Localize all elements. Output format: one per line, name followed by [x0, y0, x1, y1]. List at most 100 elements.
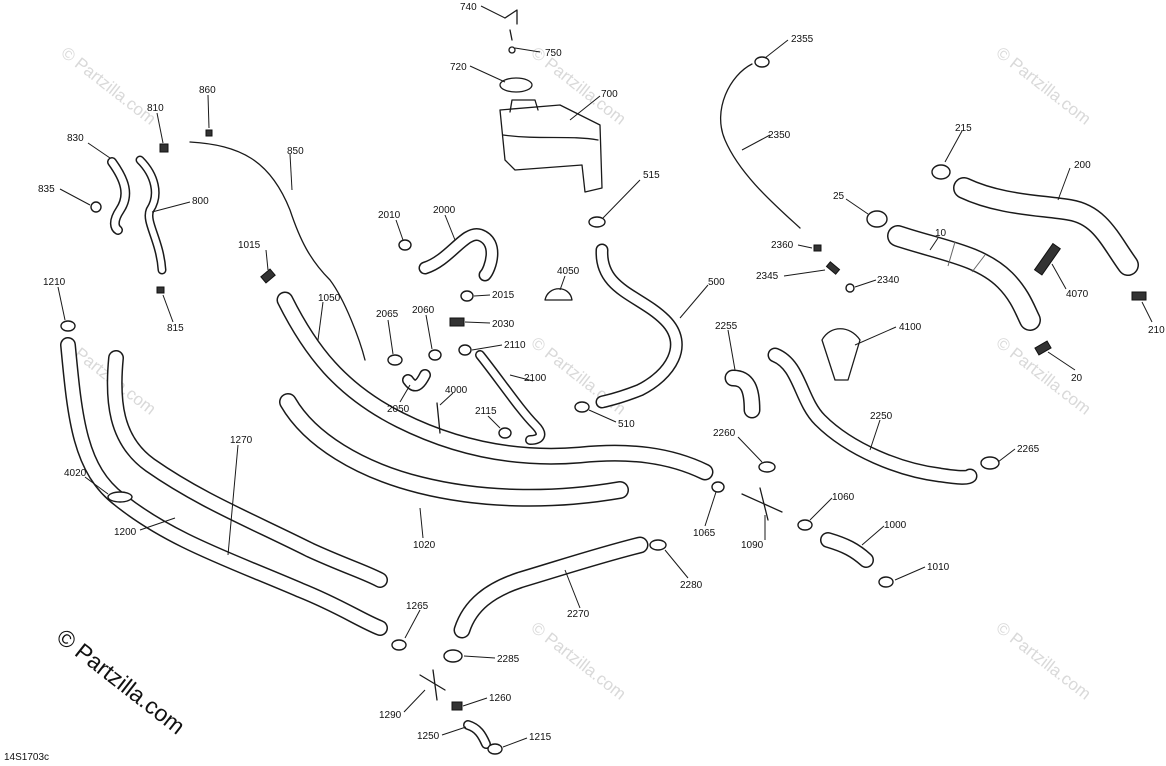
callout-10: 10	[935, 228, 947, 239]
clamp-2355[interactable]	[754, 56, 770, 68]
hose-1270[interactable]	[60, 337, 388, 636]
tie-4000[interactable]	[436, 402, 441, 434]
callout-2010: 2010	[378, 210, 401, 221]
fitting-1260[interactable]	[451, 701, 463, 711]
hose-2255[interactable]	[724, 369, 761, 419]
callout-2270: 2270	[567, 609, 590, 620]
clamp-2285[interactable]	[443, 649, 463, 663]
hose-2000[interactable]	[418, 228, 499, 282]
clamp-1210[interactable]	[60, 320, 76, 332]
hose-2270[interactable]	[453, 536, 649, 639]
fitting-1090[interactable]	[741, 487, 783, 521]
clamp-25[interactable]	[866, 210, 888, 228]
callout-1010: 1010	[927, 562, 950, 573]
fitting-1290[interactable]	[419, 669, 446, 701]
callout-1200: 1200	[114, 527, 137, 538]
callout-835: 835	[38, 184, 55, 195]
line-2350[interactable]	[720, 63, 801, 229]
hose-2100[interactable]	[475, 350, 546, 445]
callout-2030: 2030	[492, 319, 515, 330]
coolant-reservoir-700[interactable]	[499, 99, 603, 193]
clamp-4050[interactable]	[544, 288, 573, 301]
clamp-4100[interactable]	[821, 328, 861, 381]
callout-4020: 4020	[64, 468, 87, 479]
hose-1050[interactable]	[276, 291, 714, 481]
clamp-860[interactable]	[205, 129, 213, 137]
watermark: © Partzilla.com	[528, 43, 630, 129]
callout-740: 740	[460, 2, 477, 13]
callout-25: 25	[833, 191, 845, 202]
bolt-740[interactable]	[504, 9, 518, 41]
clamp-2015[interactable]	[460, 290, 474, 302]
clamp-2265[interactable]	[980, 456, 1000, 470]
callout-1065: 1065	[693, 528, 716, 539]
hose-1000[interactable]	[820, 532, 874, 568]
fitting-2340[interactable]	[845, 283, 855, 293]
hose-2050[interactable]	[402, 369, 431, 392]
callout-2360: 2360	[771, 240, 794, 251]
clamp-2115[interactable]	[498, 427, 512, 439]
hose-200[interactable]	[953, 177, 1139, 276]
callout-1090: 1090	[741, 540, 764, 551]
drawing-number: 14S1703c	[4, 752, 49, 763]
fitting-20[interactable]	[1034, 340, 1052, 356]
line-850[interactable]	[189, 141, 366, 361]
clamp-815[interactable]	[156, 286, 165, 294]
clamp-2060[interactable]	[428, 349, 442, 361]
clip-4020[interactable]	[107, 491, 133, 503]
clamp-2010[interactable]	[398, 239, 412, 251]
clamp-1015[interactable]	[260, 268, 276, 284]
fitting-210[interactable]	[1131, 291, 1147, 301]
callout-700: 700	[601, 89, 618, 100]
callout-2250: 2250	[870, 411, 893, 422]
reservoir-cap-720[interactable]	[499, 77, 533, 93]
hose-500[interactable]	[595, 243, 683, 409]
clamp-2065[interactable]	[387, 354, 403, 366]
clamp-1265[interactable]	[391, 639, 407, 651]
callout-2345: 2345	[756, 271, 779, 282]
callout-20: 20	[1071, 373, 1083, 384]
callout-4000: 4000	[445, 385, 468, 396]
fitting-2030[interactable]	[449, 317, 465, 327]
hose-800[interactable]	[135, 155, 167, 275]
hose-830[interactable]	[107, 157, 131, 235]
callout-2280: 2280	[680, 580, 703, 591]
callout-1215: 1215	[529, 732, 552, 743]
clamp-835[interactable]	[90, 201, 102, 213]
callout-2355: 2355	[791, 34, 814, 45]
clamp-1060[interactable]	[797, 519, 813, 531]
callout-1250: 1250	[417, 731, 440, 742]
callout-1210: 1210	[43, 277, 66, 288]
clamp-2280[interactable]	[649, 539, 667, 551]
callout-815: 815	[167, 323, 184, 334]
clip-4070[interactable]	[1033, 242, 1061, 276]
callout-1050: 1050	[318, 293, 341, 304]
fitting-2360[interactable]	[813, 244, 822, 252]
callout-2340: 2340	[877, 275, 900, 286]
callout-850: 850	[287, 146, 304, 157]
hose-2250[interactable]	[767, 347, 978, 485]
callout-1260: 1260	[489, 693, 512, 704]
callout-2060: 2060	[412, 305, 435, 316]
hose-10[interactable]	[887, 225, 1041, 331]
clamp-215[interactable]	[931, 164, 951, 180]
fitting-2345[interactable]	[825, 261, 841, 275]
clamp-515[interactable]	[588, 216, 606, 228]
clamp-1010[interactable]	[878, 576, 894, 588]
callout-800: 800	[192, 196, 209, 207]
hose-1020[interactable]	[279, 393, 629, 507]
callout-2015: 2015	[492, 290, 515, 301]
clamp-2260[interactable]	[758, 461, 776, 473]
hose-1250[interactable]	[463, 720, 491, 749]
callout-2065: 2065	[376, 309, 399, 320]
clamp-1065[interactable]	[711, 481, 725, 493]
clamp-2110[interactable]	[458, 344, 472, 356]
clamp-810[interactable]	[159, 143, 169, 153]
hose-1200[interactable]	[106, 350, 388, 588]
callout-2255: 2255	[715, 321, 738, 332]
clamp-1215[interactable]	[487, 743, 503, 755]
clamp-510[interactable]	[574, 401, 590, 413]
washer-750[interactable]	[508, 46, 516, 54]
callout-4070: 4070	[1066, 289, 1089, 300]
callout-2100: 2100	[524, 373, 547, 384]
